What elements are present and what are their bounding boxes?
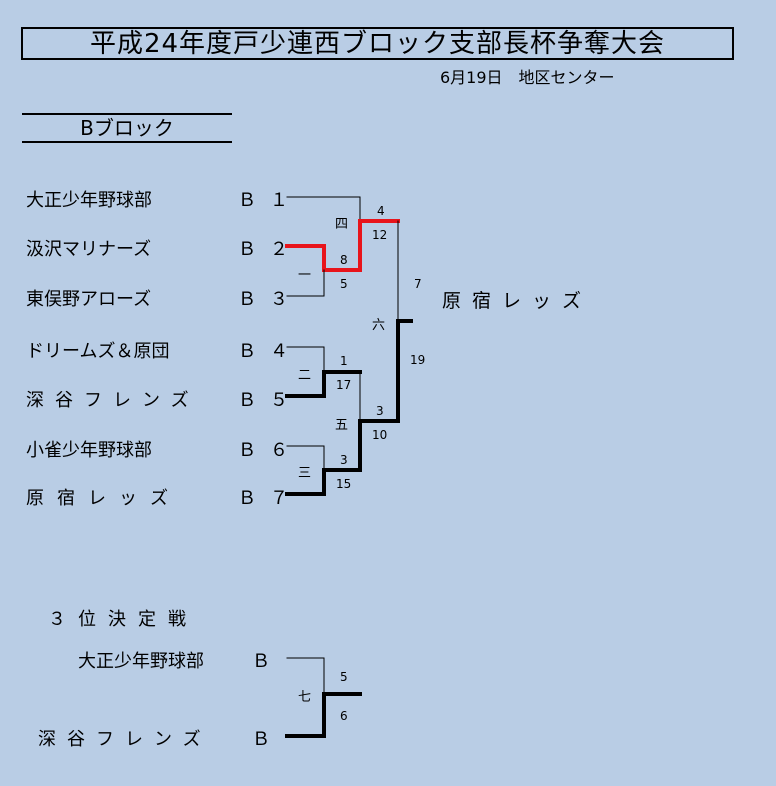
game-label: 六 <box>372 318 386 333</box>
score: 6 <box>340 709 348 723</box>
score: 3 <box>376 404 384 418</box>
bracket-line-g3-winner <box>358 419 400 472</box>
score: 19 <box>410 353 426 367</box>
champion-name: 原宿レッズ <box>442 290 593 312</box>
seed-label: Ｂ２ <box>238 239 302 260</box>
score: 5 <box>340 670 348 684</box>
bracket-line-third-bottom <box>285 692 362 738</box>
score: 10 <box>372 428 388 442</box>
seed-label: Ｂ１ <box>238 190 302 211</box>
bracket-line-b1 <box>286 196 361 222</box>
game-label: 七 <box>298 690 312 705</box>
score: 17 <box>336 378 352 392</box>
team-name: 深谷フレンズ <box>38 729 212 750</box>
team-name: 東俣野アローズ <box>26 289 152 310</box>
seed-label: Ｂ７ <box>238 488 302 509</box>
seed-label: Ｂ３ <box>238 289 302 310</box>
bracket-line-g5-winner <box>396 319 413 423</box>
block-label: Bブロック <box>22 113 232 143</box>
bracket-line-b5 <box>285 370 362 398</box>
score: 5 <box>340 277 348 291</box>
score: 4 <box>377 204 385 218</box>
date-venue: 6月19日 地区センター <box>440 68 615 87</box>
game-label: 一 <box>298 268 312 283</box>
game-label: 三 <box>298 466 312 481</box>
game-label: 二 <box>298 368 312 383</box>
seed-label: Ｂ４ <box>238 341 302 362</box>
bracket-line-b2 <box>285 244 362 272</box>
team-name: 深谷フレンズ <box>26 390 200 411</box>
bracket-line-third-top <box>286 657 325 695</box>
score: 3 <box>340 453 348 467</box>
seed-label: Ｂ <box>252 651 270 672</box>
team-name: ドリームズ＆原団 <box>26 341 170 362</box>
team-name: 原宿レッズ <box>26 488 181 509</box>
third-place-title: ３位決定戦 <box>48 609 198 630</box>
score: 7 <box>414 277 422 291</box>
seed-label: Ｂ <box>252 729 270 750</box>
bracket-line-b3 <box>286 269 325 297</box>
bracket-line-b4 <box>286 346 325 373</box>
bracket-line-g1-winner <box>358 219 400 272</box>
score: 15 <box>336 477 352 491</box>
seed-label: Ｂ５ <box>238 390 302 411</box>
page-title: 平成24年度戸少連西ブロック支部長杯争奪大会 <box>21 27 734 60</box>
team-name: 大正少年野球部 <box>78 651 204 672</box>
score: 8 <box>340 253 348 267</box>
bracket-line-b6 <box>286 445 325 471</box>
team-name: 汲沢マリナーズ <box>26 239 152 260</box>
score: 12 <box>372 228 388 242</box>
team-name: 小雀少年野球部 <box>26 440 152 461</box>
game-label: 五 <box>335 418 349 433</box>
score: 1 <box>340 354 348 368</box>
game-label: 四 <box>335 217 349 232</box>
bracket-line-b7 <box>285 468 362 496</box>
seed-label: Ｂ６ <box>238 440 302 461</box>
team-name: 大正少年野球部 <box>26 190 152 211</box>
